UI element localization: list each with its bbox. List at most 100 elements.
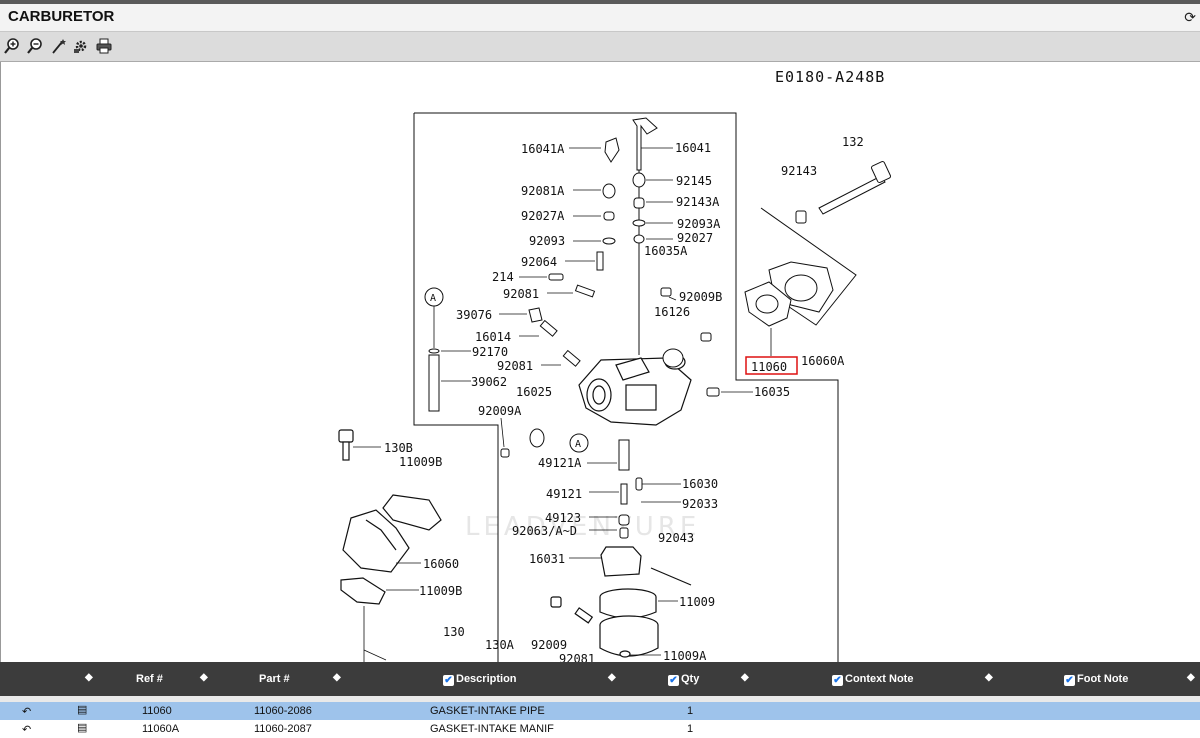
- callout: 92170: [472, 345, 508, 359]
- callout: 49123: [545, 511, 581, 525]
- settings-icon[interactable]: [73, 38, 89, 54]
- checkbox-icon[interactable]: ✔: [832, 675, 843, 686]
- return-arrow-icon[interactable]: ↶: [22, 724, 32, 736]
- cell-ref: 11060A: [142, 723, 180, 735]
- callout: 92009: [531, 638, 567, 652]
- table-row[interactable]: ↶ ▤ 11060A 11060-2087 GASKET-INTAKE MANI…: [0, 720, 1200, 738]
- grid-header: ◆ Ref # ◆ Part # ◆ ✔Description ◆ ✔Qty ◆…: [0, 662, 1200, 696]
- callout: 16041A: [521, 142, 565, 156]
- refresh-icon[interactable]: ⟳: [1184, 9, 1196, 25]
- cell-part: 11060-2086: [254, 705, 312, 717]
- cell-part: 11060-2087: [254, 723, 312, 735]
- callout: 16014: [475, 330, 511, 344]
- sort-icon[interactable]: ◆: [608, 672, 616, 683]
- callout: 16035: [754, 385, 790, 399]
- col-label: Qty: [681, 673, 700, 685]
- window-top-strip: [0, 0, 1200, 4]
- callout: 92081: [497, 359, 533, 373]
- sort-icon[interactable]: ◆: [741, 672, 749, 683]
- callout: 130B: [384, 441, 413, 455]
- callout: 92027A: [521, 209, 565, 223]
- checkbox-icon[interactable]: ✔: [1064, 675, 1075, 686]
- cell-ref: 11060: [142, 705, 172, 717]
- checkbox-icon[interactable]: ✔: [668, 675, 679, 686]
- callout: 11009B: [419, 584, 462, 598]
- callout: 92143: [781, 164, 817, 178]
- callout: 92081A: [521, 184, 565, 198]
- callout: 49121A: [538, 456, 582, 470]
- col-label: Description: [456, 673, 517, 685]
- callout: 214: [492, 270, 514, 284]
- table-row-selected[interactable]: ↶ ▤ 11060 11060-2086 GASKET-INTAKE PIPE …: [0, 702, 1200, 720]
- cell-description: GASKET-INTAKE PIPE: [430, 705, 545, 717]
- callout: 16060A: [801, 354, 845, 368]
- cell-qty: 1: [687, 723, 694, 735]
- carburetor-diagram-svg: E0180-A248B LEADVENTURE: [338, 68, 891, 662]
- sort-icon[interactable]: ◆: [985, 672, 993, 683]
- callout: 16030: [682, 477, 718, 491]
- diagram-code: E0180-A248B: [775, 68, 885, 86]
- sort-icon[interactable]: ◆: [333, 672, 341, 683]
- col-header-context-note[interactable]: ✔Context Note: [832, 673, 913, 686]
- zoom-in-icon[interactable]: [4, 38, 20, 54]
- col-label: Context Note: [845, 673, 914, 685]
- callout: 92033: [682, 497, 718, 511]
- callout: 132: [842, 135, 864, 149]
- parts-diagram[interactable]: E0180-A248B LEADVENTURE: [0, 62, 1200, 662]
- callout: 92064: [521, 255, 557, 269]
- selected-callout-highlight: [745, 356, 798, 375]
- callout: 92043: [658, 531, 694, 545]
- col-header-foot-note[interactable]: ✔Foot Note: [1064, 673, 1128, 686]
- sort-icon[interactable]: ◆: [85, 672, 93, 683]
- callout: 92145: [676, 174, 712, 188]
- callout: 92093A: [677, 217, 721, 231]
- callout: 11009A: [663, 649, 707, 662]
- zoom-out-icon[interactable]: [27, 38, 43, 54]
- col-header-part[interactable]: Part #: [259, 673, 290, 685]
- cell-qty: 1: [687, 705, 694, 717]
- marker-a: A: [430, 293, 436, 304]
- callout: 11009B: [399, 455, 442, 469]
- col-header-qty[interactable]: ✔Qty: [668, 673, 699, 686]
- callout: 92143A: [676, 195, 720, 209]
- checkbox-icon[interactable]: ✔: [443, 675, 454, 686]
- callout: 92009A: [478, 404, 522, 418]
- sort-icon[interactable]: ◆: [200, 672, 208, 683]
- toolbar: [0, 32, 1200, 62]
- callout: 130A: [485, 638, 515, 652]
- callout: 130: [443, 625, 465, 639]
- callout: 16041: [675, 141, 711, 155]
- marker-a: A: [575, 439, 581, 450]
- callout: 92009B: [679, 290, 722, 304]
- col-label: Foot Note: [1077, 673, 1129, 685]
- watermark: LEADVENTURE: [465, 512, 700, 542]
- title-bar: CARBURETOR ⟳: [0, 4, 1200, 32]
- callout: 16025: [516, 385, 552, 399]
- print-icon[interactable]: [96, 38, 112, 54]
- magic-wand-icon[interactable]: [51, 38, 67, 54]
- callout-labels: 16041A 16041 92081A 92145 92143A 92027A …: [384, 135, 864, 662]
- callout: 92081: [503, 287, 539, 301]
- callout: 39062: [471, 375, 507, 389]
- notepad-icon[interactable]: ▤: [77, 704, 88, 716]
- sort-icon[interactable]: ◆: [1187, 672, 1195, 683]
- callout: 39076: [456, 308, 492, 322]
- return-arrow-icon[interactable]: ↶: [22, 706, 32, 718]
- cell-description: GASKET-INTAKE MANIF: [430, 723, 554, 735]
- callout: 16126: [654, 305, 690, 319]
- callout: 92027: [677, 231, 713, 245]
- callout: 49121: [546, 487, 582, 501]
- callout: 92063/A~D: [512, 524, 577, 538]
- grid-spacer: [0, 696, 1200, 702]
- col-header-description[interactable]: ✔Description: [443, 673, 517, 686]
- callout: 92093: [529, 234, 565, 248]
- col-header-ref[interactable]: Ref #: [136, 673, 163, 685]
- callout: 92081: [559, 652, 595, 662]
- callout: 11009: [679, 595, 715, 609]
- page-title: CARBURETOR: [8, 8, 115, 25]
- parts-grid: ◆ Ref # ◆ Part # ◆ ✔Description ◆ ✔Qty ◆…: [0, 662, 1200, 738]
- callout: 16035A: [644, 244, 688, 258]
- callout: 16060: [423, 557, 459, 571]
- callout: 16031: [529, 552, 565, 566]
- callout-selected: 11060: [751, 360, 787, 374]
